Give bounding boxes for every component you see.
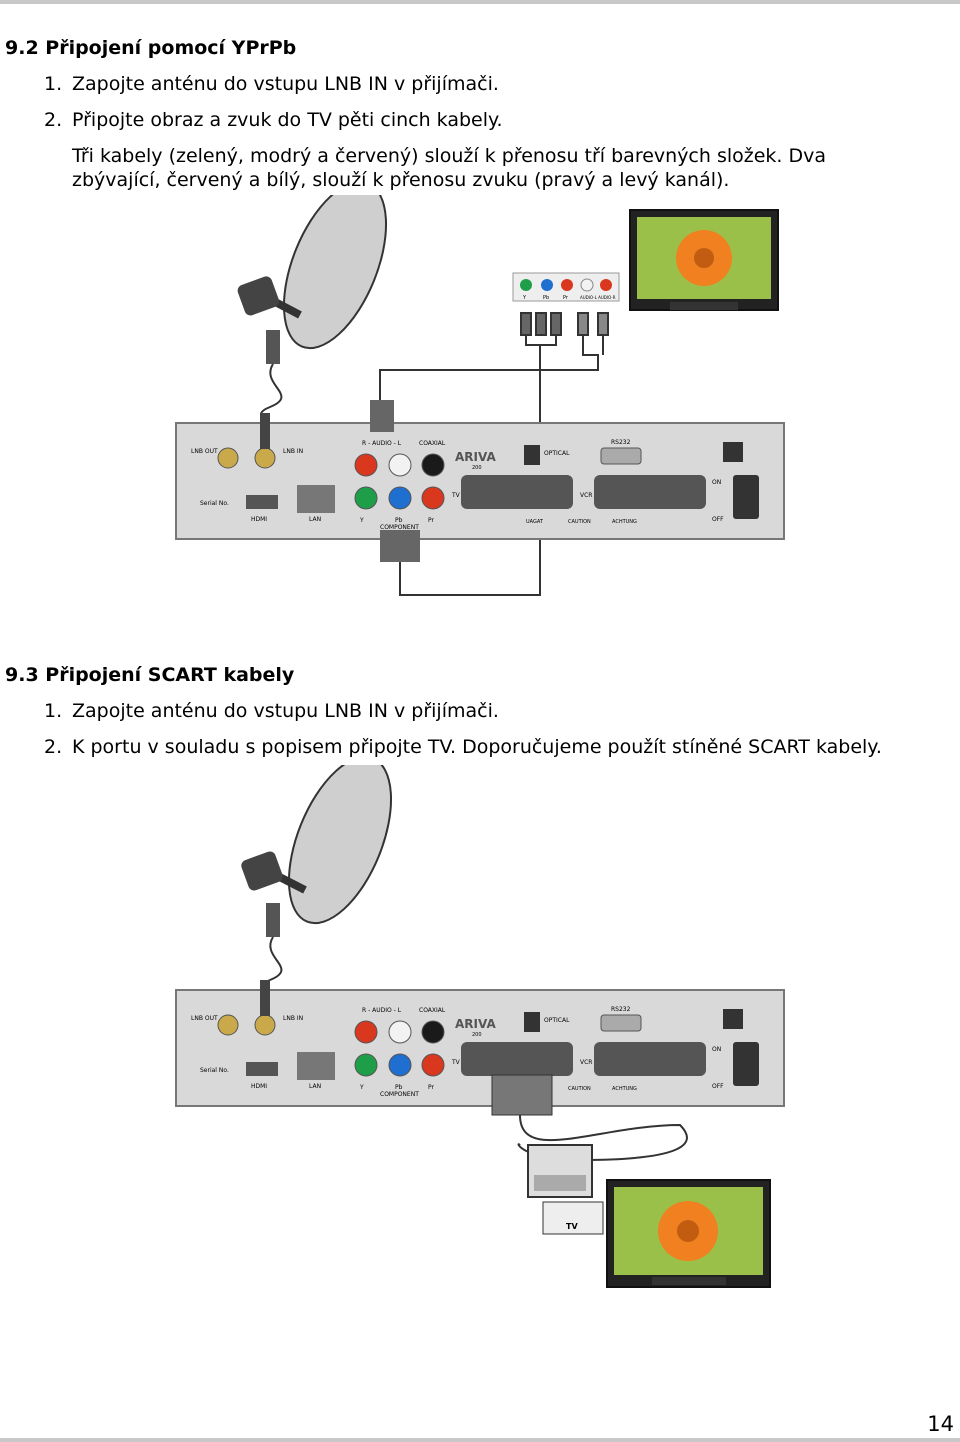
step-item: 2.Připojte obraz a zvuk do TV pěti cinch… (44, 109, 503, 131)
section-heading-scart: 9.3 Připojení SCART kabely (5, 664, 294, 686)
step-item: 2.K portu v souladu s popisem připojte T… (44, 736, 882, 758)
label-achtung: ACHTUNG (612, 519, 637, 525)
label-vcr: VCR (580, 1059, 592, 1066)
label-rs232: RS232 (611, 1006, 631, 1013)
label-serial: Serial No. (200, 1067, 229, 1074)
label-usagi: UAGAT (526, 519, 544, 525)
label-audio: R - AUDIO - L (362, 440, 402, 447)
label-serial: Serial No. (200, 500, 229, 507)
label-tv: TV (451, 1059, 461, 1066)
label-lnb-out: LNB OUT (191, 448, 218, 455)
label-achtung: ACHTUNG (612, 1086, 637, 1092)
satellite-dish-icon (236, 195, 407, 425)
model-label: 200 (472, 465, 482, 471)
step-number: 1. (44, 700, 72, 722)
label-hdmi: HDMI (251, 516, 267, 523)
label-caution: CAUTION (568, 519, 591, 525)
label-coaxial: COAXIAL (419, 440, 446, 447)
label-pr: Pr (428, 517, 435, 524)
label-lnb-in: LNB IN (283, 448, 303, 455)
television-icon (630, 210, 778, 310)
label-pb: Pb (395, 1084, 403, 1091)
step-number: 2. (44, 109, 72, 131)
step-text: K portu v souladu s popisem připojte TV.… (72, 736, 882, 758)
label-y: Y (359, 1084, 364, 1091)
label-lan: LAN (309, 1083, 321, 1090)
scart-tv-label: TV (566, 1222, 578, 1231)
label-vcr: VCR (580, 492, 592, 499)
label-on: ON (712, 479, 721, 486)
receiver-back-panel: LNB OUT LNB IN HDMI LAN R - AUDIO - L CO… (176, 400, 784, 562)
step-number: 1. (44, 73, 72, 95)
label-rs232: RS232 (611, 439, 631, 446)
receiver-back-panel: LNB OUT LNB IN HDMI LAN R - AUDIO - L CO… (176, 980, 784, 1106)
label-off: OFF (712, 516, 724, 523)
step-item: 1.Zapojte anténu do vstupu LNB IN v přij… (44, 700, 499, 722)
step-text: Připojte obraz a zvuk do TV pěti cinch k… (72, 109, 503, 131)
top-rule (0, 0, 960, 4)
brand-logo: ARIVA (455, 1017, 496, 1031)
label-lan: LAN (309, 516, 321, 523)
scart-connection-diagram: LNB OUT LNB IN HDMI LAN R - AUDIO - L CO… (0, 765, 960, 1295)
label-coaxial: COAXIAL (419, 1007, 446, 1014)
step-item: 1.Zapojte anténu do vstupu LNB IN v přij… (44, 73, 499, 95)
label-optical: OPTICAL (544, 1017, 570, 1024)
step-text: Zapojte anténu do vstupu LNB IN v přijím… (72, 73, 499, 95)
tv-label-audio: AUDIO-L AUDIO-R (580, 295, 616, 300)
brand-logo: ARIVA (455, 450, 496, 464)
bottom-rule (0, 1438, 960, 1442)
label-component: COMPONENT (380, 1091, 419, 1098)
label-y: Y (359, 517, 364, 524)
label-hdmi: HDMI (251, 1083, 267, 1090)
yprpb-connection-diagram: Y Pb Pr AUDIO-L AUDIO-R LNB OUT LNB IN H… (0, 195, 960, 615)
satellite-dish-icon (240, 765, 412, 998)
model-label: 200 (472, 1032, 482, 1038)
television-icon (607, 1180, 770, 1287)
label-caution: CAUTION (568, 1086, 591, 1092)
tv-label-pb: Pb (543, 295, 549, 301)
label-on: ON (712, 1046, 721, 1053)
note-text: Tři kabely (zelený, modrý a červený) slo… (72, 145, 826, 167)
label-lnb-out: LNB OUT (191, 1015, 218, 1022)
label-pr: Pr (428, 1084, 435, 1091)
label-pb: Pb (395, 517, 403, 524)
label-off: OFF (712, 1083, 724, 1090)
label-component: COMPONENT (380, 524, 419, 531)
label-optical: OPTICAL (544, 450, 570, 457)
step-number: 2. (44, 736, 72, 758)
step-text: Zapojte anténu do vstupu LNB IN v přijím… (72, 700, 499, 722)
label-audio: R - AUDIO - L (362, 1007, 402, 1014)
tv-input-panel: Y Pb Pr AUDIO-L AUDIO-R (513, 273, 619, 301)
page-number: 14 (927, 1412, 954, 1436)
note-text: zbývající, červený a bílý, slouží k přen… (72, 169, 729, 191)
label-lnb-in: LNB IN (283, 1015, 303, 1022)
label-tv: TV (451, 492, 461, 499)
section-heading-yprpb: 9.2 Připojení pomocí YPrPb (5, 37, 296, 59)
